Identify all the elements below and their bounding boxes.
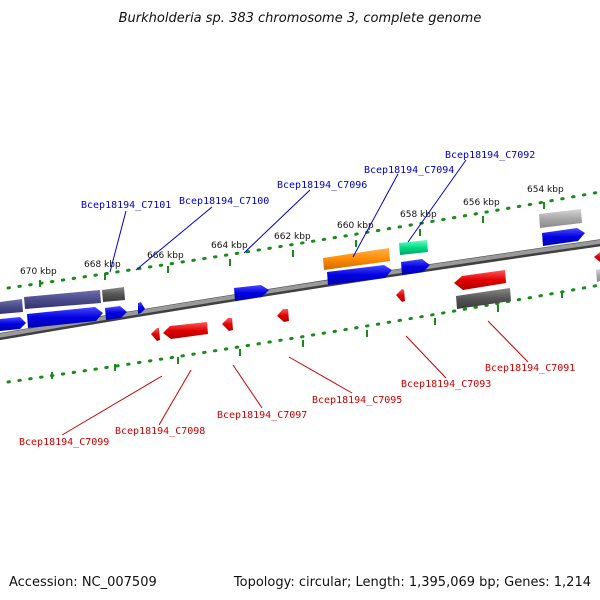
forward-strand-row <box>0 228 585 331</box>
forward-gene-arrow[interactable] <box>234 285 269 301</box>
reverse-gene-arrow[interactable] <box>454 270 506 290</box>
forward-gene-arrow[interactable] <box>138 302 145 314</box>
forward-gene-arrow[interactable] <box>0 317 26 331</box>
chromosome-backbone <box>0 239 600 338</box>
forward-gene-arrow[interactable] <box>105 306 127 320</box>
gene-label-reverse[interactable]: Bcep18194_C7099 <box>19 437 109 448</box>
forward-gene-arrow[interactable] <box>401 259 430 275</box>
inner-major-ticks <box>51 291 563 379</box>
kbp-label: 654 kbp <box>527 185 564 195</box>
gene-label-reverse[interactable]: Bcep18194_C7091 <box>485 363 575 374</box>
gene-label-reverse[interactable]: Bcep18194_C7097 <box>217 410 307 421</box>
gene-feature[interactable] <box>0 299 23 314</box>
reverse-gene-arrow[interactable] <box>151 328 160 341</box>
kbp-label: 658 kbp <box>400 210 437 220</box>
forward-gene-arrow[interactable] <box>327 265 392 285</box>
map-title: Burkholderia sp. 383 chromosome 3, compl… <box>119 11 482 26</box>
gene-feature[interactable] <box>102 287 125 302</box>
forward-label-leaders <box>109 159 467 273</box>
genome-summary-text: Topology: circular; Length: 1,395,069 bp… <box>233 575 591 590</box>
kbp-label: 670 kbp <box>20 267 57 277</box>
accession-text: Accession: NC_007509 <box>9 575 157 590</box>
gene-label-forward[interactable]: Bcep18194_C7101 <box>81 200 171 211</box>
gene-feature[interactable] <box>456 288 511 309</box>
gene-label-reverse[interactable]: Bcep18194_C7093 <box>401 379 491 390</box>
outer-major-ticks <box>39 202 545 287</box>
kbp-label: 656 kbp <box>463 198 500 208</box>
gene-feature[interactable] <box>399 240 428 255</box>
forward-gene-arrow[interactable] <box>27 307 103 328</box>
reverse-gene-arrow[interactable] <box>222 318 233 331</box>
inner-scale-track <box>6 283 600 384</box>
gene-label-forward[interactable]: Bcep18194_C7096 <box>277 180 367 191</box>
forward-gene-labels: Bcep18194_C7092 Bcep18194_C7094 Bcep1819… <box>81 150 535 211</box>
reverse-gene-arrow[interactable] <box>396 289 405 302</box>
gene-label-forward[interactable]: Bcep18194_C7100 <box>179 196 269 207</box>
gene-label-reverse[interactable]: Bcep18194_C7098 <box>115 426 205 437</box>
reverse-label-leaders <box>61 320 529 436</box>
reverse-gene-arrow[interactable] <box>277 309 289 322</box>
kbp-label: 662 kbp <box>274 232 311 242</box>
gene-feature[interactable] <box>323 248 390 270</box>
reverse-gene-arrow[interactable] <box>163 322 208 339</box>
gene-feature[interactable] <box>596 269 600 282</box>
reverse-gene-arrow[interactable] <box>594 252 600 262</box>
gene-label-forward[interactable]: Bcep18194_C7092 <box>445 150 535 161</box>
kbp-labels: 654 kbp 656 kbp 658 kbp 660 kbp 662 kbp … <box>20 185 564 277</box>
reverse-gene-labels: Bcep18194_C7091 Bcep18194_C7093 Bcep1819… <box>19 363 575 448</box>
forward-gene-arrow[interactable] <box>542 228 585 246</box>
kbp-label: 666 kbp <box>147 251 184 261</box>
outer-feature-row <box>0 209 582 314</box>
reverse-strand-row <box>151 252 600 341</box>
gene-feature[interactable] <box>24 290 101 309</box>
gene-label-reverse[interactable]: Bcep18194_C7095 <box>312 395 402 406</box>
kbp-label: 660 kbp <box>337 221 374 231</box>
outer-scale-track <box>6 190 600 290</box>
gene-feature[interactable] <box>539 209 582 228</box>
kbp-label: 664 kbp <box>211 241 248 251</box>
gene-label-forward[interactable]: Bcep18194_C7094 <box>364 165 454 176</box>
kbp-label: 668 kbp <box>84 260 121 270</box>
